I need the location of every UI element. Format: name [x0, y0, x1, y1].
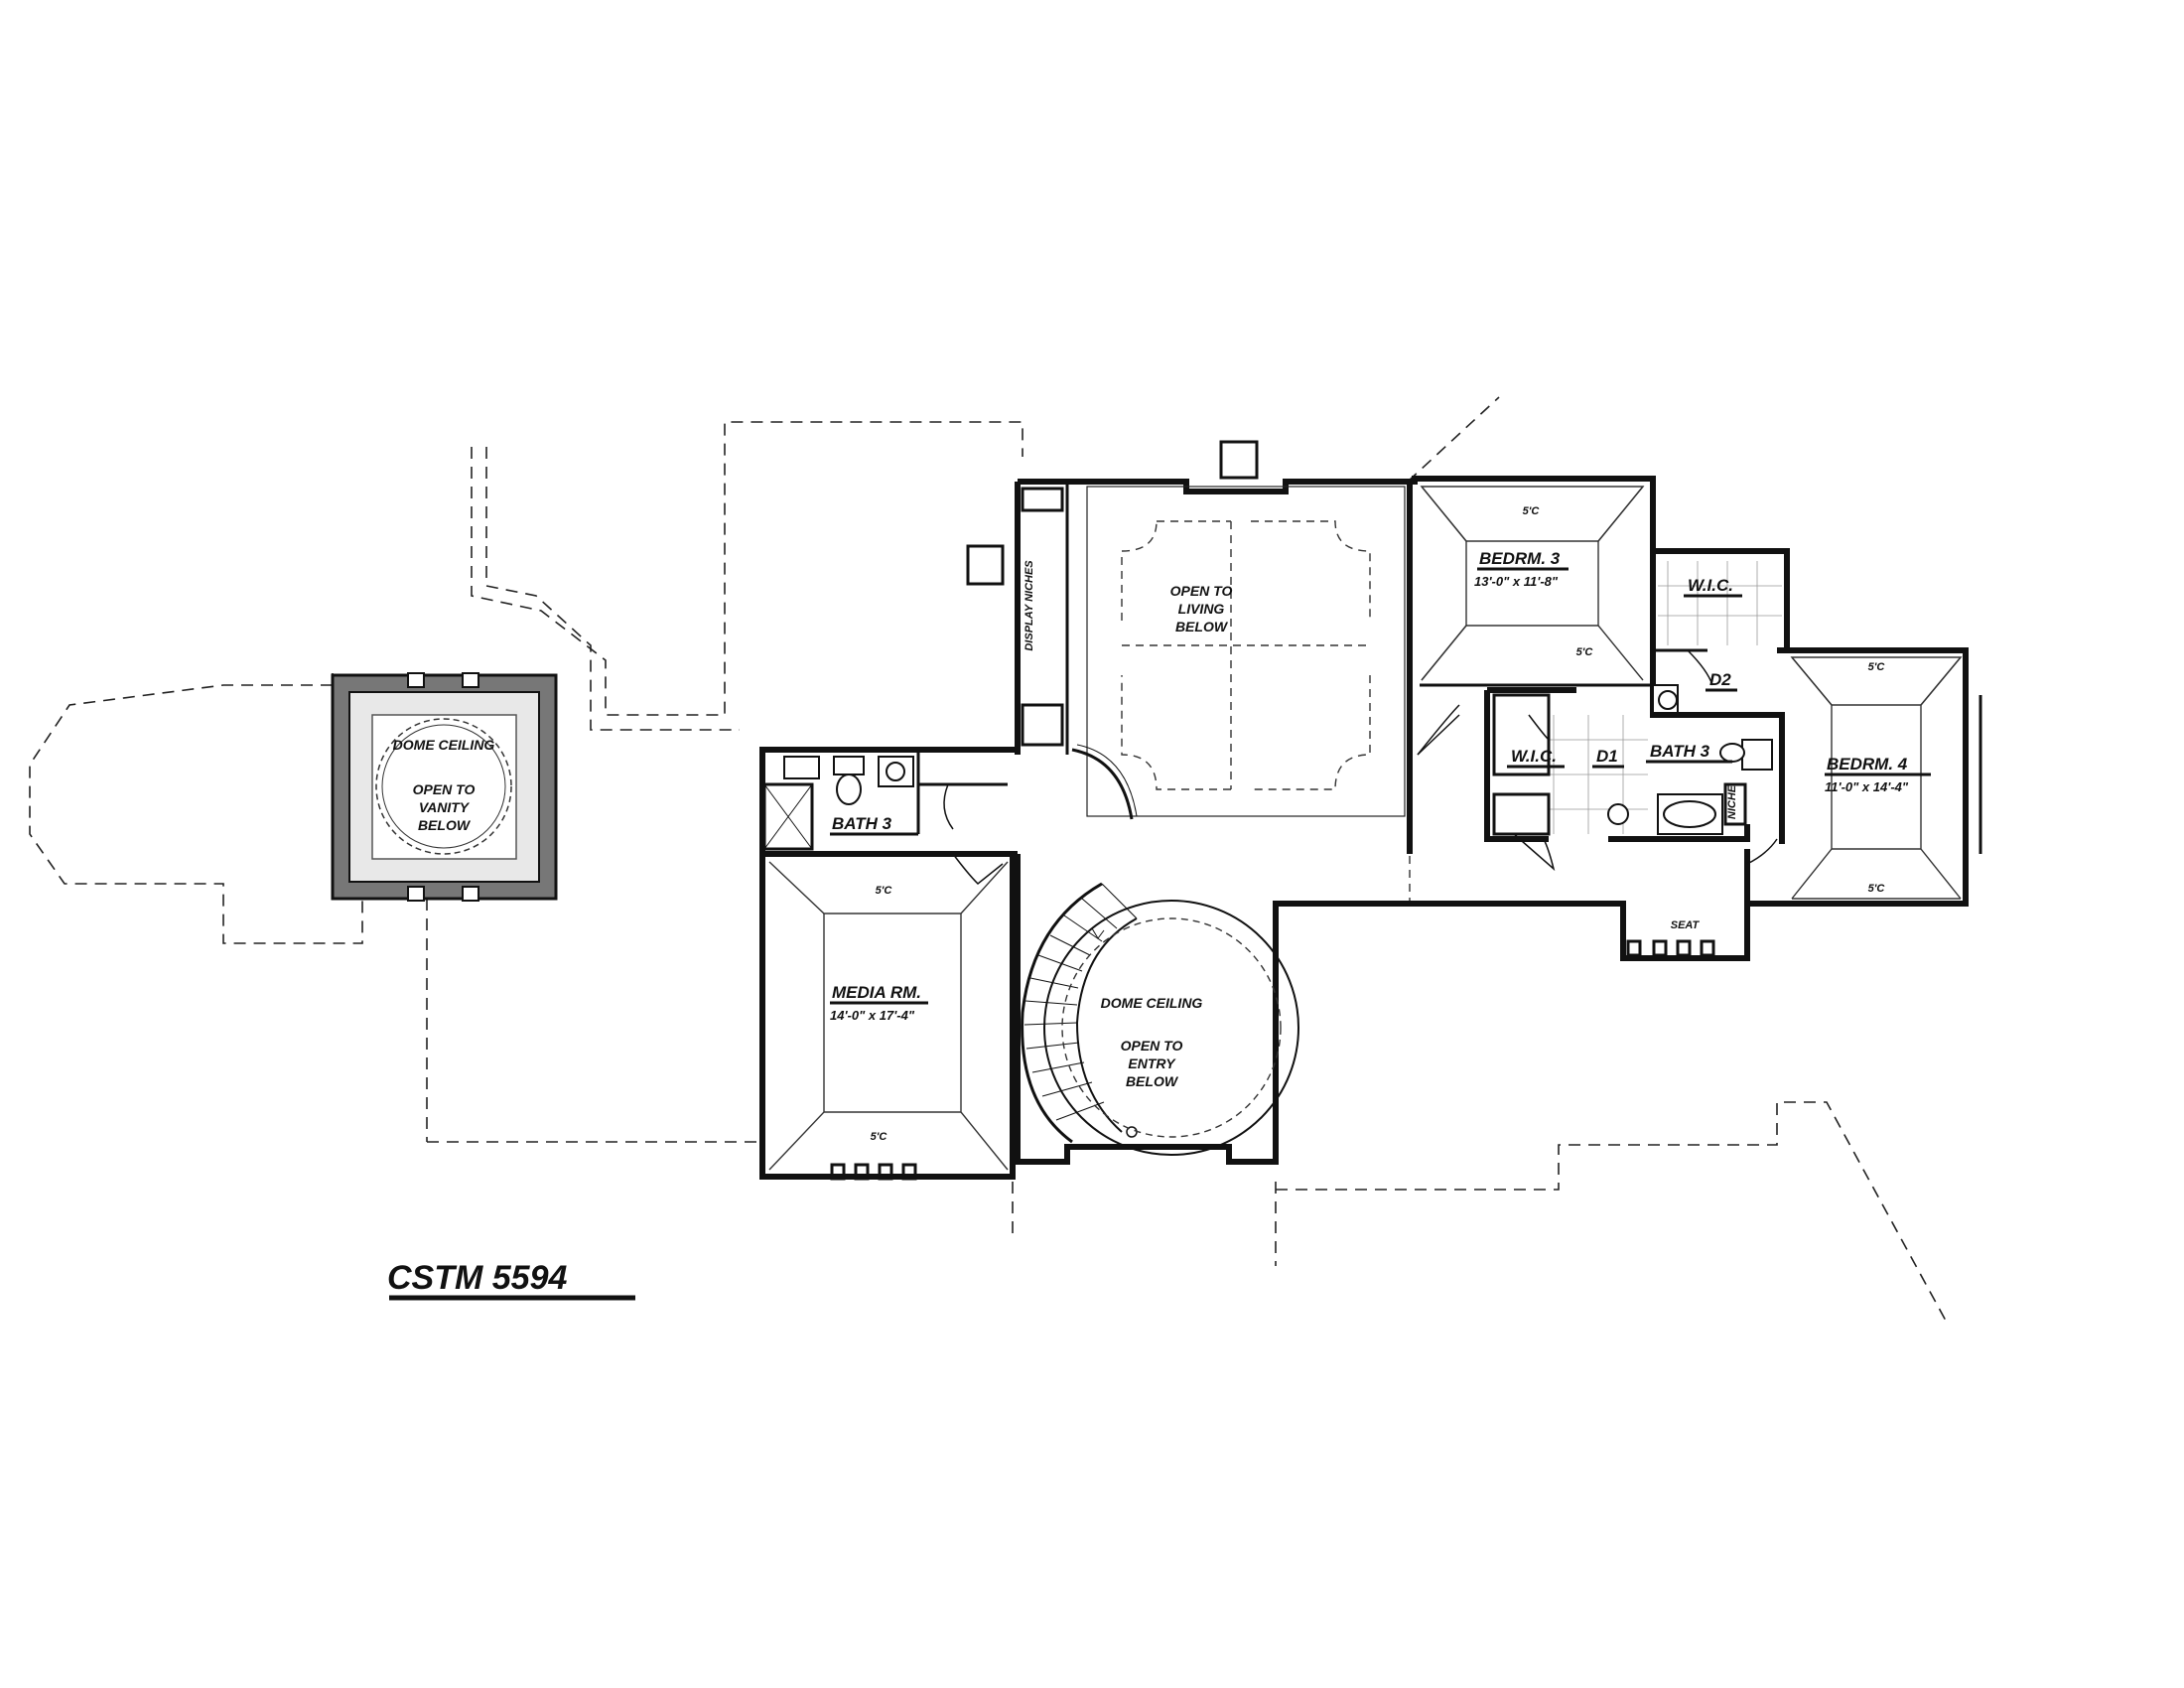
bedroom3-dims: 13'-0" x 11'-8": [1474, 574, 1559, 589]
bedroom4-dims: 11'-0" x 14'-4": [1825, 779, 1909, 794]
tower-open-label-1: OPEN TO: [413, 781, 476, 797]
entry-open-label-1: OPEN TO: [1121, 1038, 1183, 1054]
wic-upper-label: W.I.C.: [1688, 576, 1733, 595]
display-niches-label: DISPLAY NICHES: [1024, 560, 1035, 651]
plan-title-block: CSTM 5594: [387, 1259, 635, 1301]
entry-ceiling-label: DOME CEILING: [1101, 995, 1203, 1011]
ceiling-mark: 5'C: [1576, 646, 1594, 658]
entry-open-label-2: ENTRY: [1128, 1055, 1176, 1071]
open-living-label-3: BELOW: [1175, 619, 1229, 634]
d2-label: D2: [1709, 670, 1731, 689]
open-living-label-1: OPEN TO: [1170, 583, 1233, 599]
spiral-stair: [1021, 882, 1138, 1144]
wic-lower-label: W.I.C.: [1511, 747, 1557, 766]
ceiling-mark: 5'C: [871, 1131, 888, 1143]
bath3-right-label: BATH 3: [1650, 742, 1710, 761]
entry-dome: DOME CEILING OPEN TO ENTRY BELOW: [1043, 900, 1299, 1156]
door-swings: [943, 649, 1778, 886]
dashed-outline-lines: [29, 396, 1947, 1322]
bath-fixtures: [783, 561, 1782, 836]
dome-tower: DOME CEILING OPEN TO VANITY BELOW: [331, 672, 558, 902]
open-living-label-2: LIVING: [1178, 601, 1225, 617]
ceiling-mark: 5'C: [876, 885, 893, 897]
tower-ceiling-label: DOME CEILING: [393, 737, 495, 753]
plan-title: CSTM 5594: [387, 1259, 567, 1297]
tower-open-label-2: VANITY: [419, 799, 471, 815]
niche-label: NICHE: [1726, 784, 1738, 819]
bath3-left-label: BATH 3: [832, 814, 892, 833]
ceiling-mark: 5'C: [1868, 661, 1886, 673]
exterior-walls: [759, 440, 1982, 1181]
ceiling-mark: 5'C: [1868, 883, 1886, 895]
entry-open-label-3: BELOW: [1126, 1073, 1179, 1089]
seat-label: SEAT: [1671, 919, 1701, 931]
ceiling-lines: [768, 486, 1963, 1171]
media-room-dims: 14'-0" x 17'-4": [830, 1008, 915, 1023]
d1-label: D1: [1596, 747, 1618, 766]
bedroom3-name: BEDRM. 3: [1479, 549, 1561, 568]
media-room-name: MEDIA RM.: [832, 983, 921, 1002]
bedroom4-name: BEDRM. 4: [1827, 755, 1908, 774]
tower-open-label-3: BELOW: [418, 817, 472, 833]
ceiling-mark: 5'C: [1523, 505, 1541, 517]
room-labels: DISPLAY NICHES OPEN TO LIVING BELOW BEDR…: [830, 505, 1931, 1143]
